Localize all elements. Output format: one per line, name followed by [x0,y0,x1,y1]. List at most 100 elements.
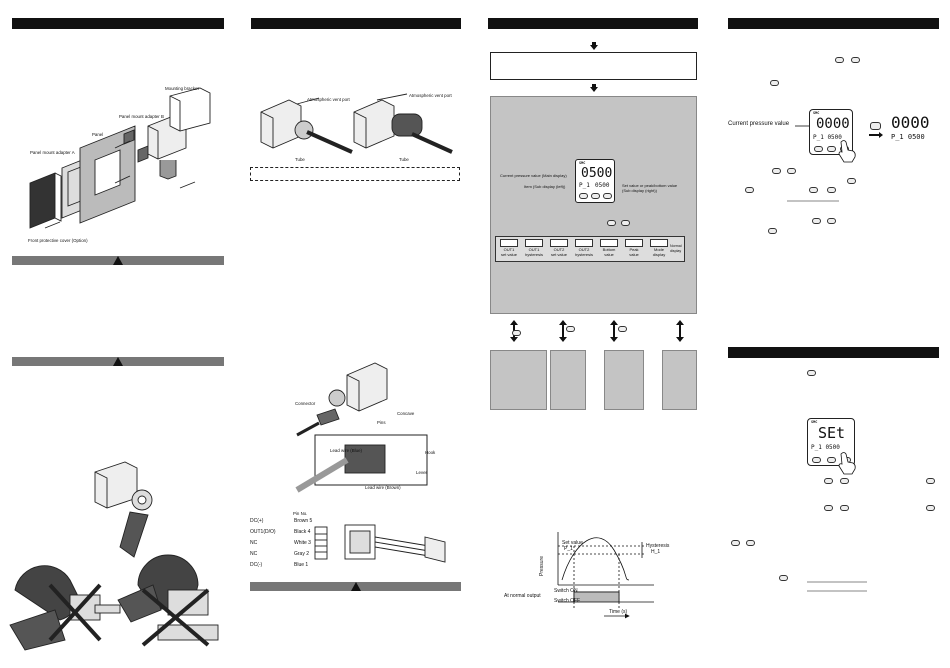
column-1: Mounting bracket Panel mount adapter B P… [0,0,237,668]
label-normal-display: Normal display [670,244,682,253]
pointer-line [795,125,809,127]
pin-row: NC Gray 2 [250,551,310,557]
set-button[interactable] [579,193,588,199]
connector-diagram [295,362,428,493]
display-brand: SMC [579,161,586,165]
up-button-icon [809,187,818,193]
label-hook: Hook [425,450,436,455]
display-brand: SMC [813,111,820,115]
flow-item: Peak value [623,239,645,259]
column-2: Atmospheric vent port Atmospheric vent p… [237,0,474,668]
vent-port-diagram-right [353,93,453,154]
set-button-icon [870,122,881,130]
label-atmospheric-vent-port-right: Atmospheric vent port [409,93,452,98]
label-tube-left: Tube [295,157,305,162]
up-button-icon [812,218,821,224]
set-button-icon [618,326,627,332]
prohibited-wrench-diagram-right [117,554,219,647]
section-header-bar [728,347,939,358]
up-button-icon [824,505,833,511]
section-header-bar [488,18,698,29]
function-flow-panel [490,96,697,314]
label-set-value-sub-display: Set value or peak/bottom value (Sub disp… [622,183,678,193]
flow-item: Bottom value [598,239,620,259]
label-mounting-bracket: Mounting bracket [165,86,199,91]
label-item-sub-display: Item (Sub display (left)) [524,184,566,189]
up-button[interactable] [827,146,836,152]
label-concave: Concave [397,411,415,416]
flow-item: OUT1 hysteresis [523,239,545,259]
up-button-icon [835,57,844,63]
display-main-value: SEt [818,424,846,442]
right-arrow-icon [869,132,883,138]
switch-output-graph [557,532,654,619]
label-current-pressure-value: Current pressure value [728,121,790,127]
up-button-icon [847,178,856,184]
label-pin-no: Pin No. [293,511,308,516]
down-button-icon [840,478,849,484]
finger-press-icon [838,140,856,163]
note-box [250,167,460,181]
up-button-icon [731,540,740,546]
set-button-icon [926,505,935,511]
label-main-display: Current pressure value (Main display) [500,173,567,178]
flow-item: OUT1 set value [498,239,520,259]
column-3: SMC 0500 P_1 0500 Current pressure value… [474,0,712,668]
label-tube-right: Tube [399,157,409,162]
flow-step-box [490,52,697,80]
caution-bar [250,582,461,591]
double-arrow-icon [559,320,567,342]
graph-set-value: Set value [562,540,583,546]
display-sub-right: 0500 [595,182,610,189]
warning-bar [12,256,224,265]
set-button[interactable] [814,146,823,152]
graph-switch-on: Switch ON [554,588,578,594]
display-brand: SMC [811,420,818,424]
column-4: Current pressure value SMC 0000 P_1 0500… [712,0,950,668]
down-button-icon [851,57,860,63]
graph-set-value-sub: P_1 [564,546,573,552]
set-button[interactable] [812,457,821,463]
section-header-bar [251,18,461,29]
set-button-icon [779,575,788,581]
vent-port-diagram-left [260,97,353,154]
down-button-icon [745,187,754,193]
down-button-icon [787,168,796,174]
flow-sub-box [604,350,644,410]
display-main-value: 0000 [816,116,850,132]
down-arrow-icon [590,84,598,92]
label-panel-mount-adapter-a: Panel mount adapter A [30,150,75,155]
panel-mount-exploded-diagram [29,87,211,229]
sensor-display: SMC 0500 P_1 0500 [575,159,615,203]
flow-sub-box [550,350,586,410]
up-button[interactable] [827,457,836,463]
flow-sub-box [662,350,697,410]
pin-row: DC(+) Brown 5 [250,518,313,524]
underline [807,581,867,592]
display-sub-left: P_1 [579,182,590,189]
label-lead-wire-blue: Lead wire (Blue) [330,448,362,453]
set-button-icon [807,370,816,376]
down-arrow-icon [590,42,598,50]
set-button-icon [768,228,777,234]
pin-row: DC(-) Blue 1 [250,562,309,568]
up-button-icon [607,220,616,226]
down-button-icon [840,505,849,511]
down-button-icon [827,187,836,193]
finger-press-icon [838,452,856,475]
label-panel: Panel [92,132,104,137]
graph-pressure: Pressure [539,555,545,576]
label-connector: Connector [295,401,316,406]
label-atmospheric-vent-port-left: Atmospheric vent port [307,97,350,102]
display-main-value: 0500 [581,166,613,181]
up-button[interactable] [591,193,600,199]
graph-hysteresis-sub: H_1 [651,549,661,555]
up-button-icon [772,168,781,174]
underline [787,200,839,202]
prohibited-wrench-diagram-left [9,565,121,651]
label-pins: Pins [377,420,386,425]
down-button[interactable] [603,193,612,199]
set-button-icon [566,326,575,332]
sensor-display-2: 0000 P_1 0500 [888,109,938,149]
section-header-bar [728,18,939,29]
